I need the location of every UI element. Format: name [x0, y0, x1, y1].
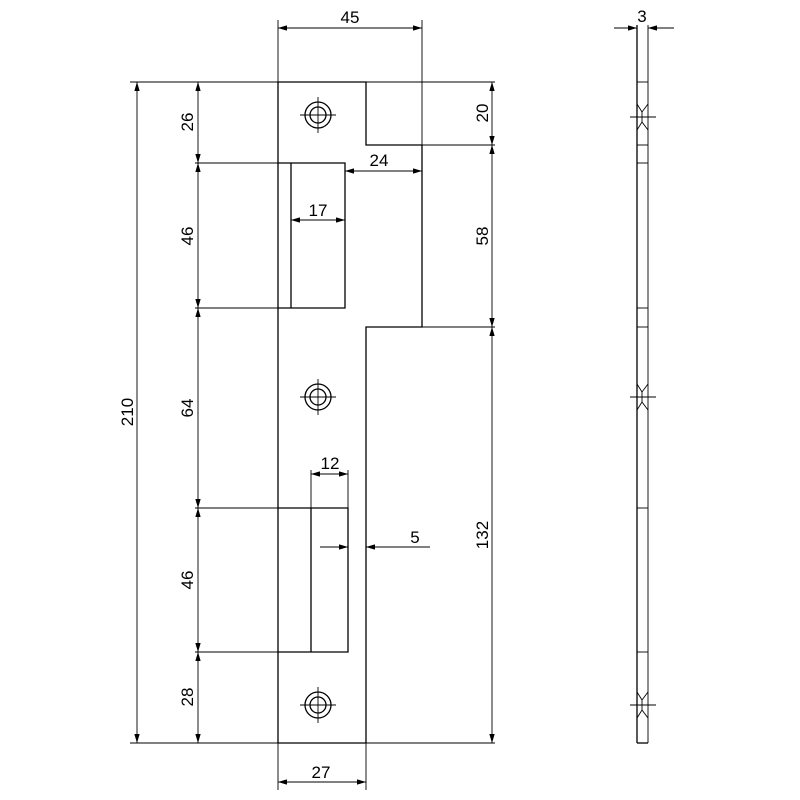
dim-bottom-margin: 28 — [178, 688, 197, 707]
dim-bottom-width: 27 — [312, 763, 331, 782]
dimension-lines — [134, 25, 495, 785]
dimension-labels: 45 20 24 17 58 132 12 5 27 210 26 46 64 … — [118, 7, 647, 782]
dim-top-notch: 20 — [473, 104, 492, 123]
dim-thickness: 3 — [637, 7, 646, 26]
dim-width-total: 45 — [341, 8, 360, 27]
dim-mid-height: 58 — [473, 227, 492, 246]
dim-between-cutouts: 64 — [178, 399, 197, 418]
screw-hole-icon — [300, 97, 336, 723]
dim-notch-to-edge: 24 — [370, 151, 389, 170]
dim-offset: 5 — [410, 528, 419, 547]
dim-top-to-cutout: 26 — [178, 113, 197, 132]
dim-overall-height: 210 — [118, 398, 137, 426]
extension-lines — [130, 20, 495, 790]
dim-lower-cutout-width: 12 — [321, 454, 340, 473]
plate-front-view — [277, 81, 423, 744]
dim-upper-cutout-inner: 17 — [309, 201, 328, 220]
dim-lower-right-height: 132 — [473, 521, 492, 549]
plate-side-view — [614, 25, 674, 744]
dim-lower-cutout-height: 46 — [178, 571, 197, 590]
dim-upper-cutout-height: 46 — [178, 227, 197, 246]
